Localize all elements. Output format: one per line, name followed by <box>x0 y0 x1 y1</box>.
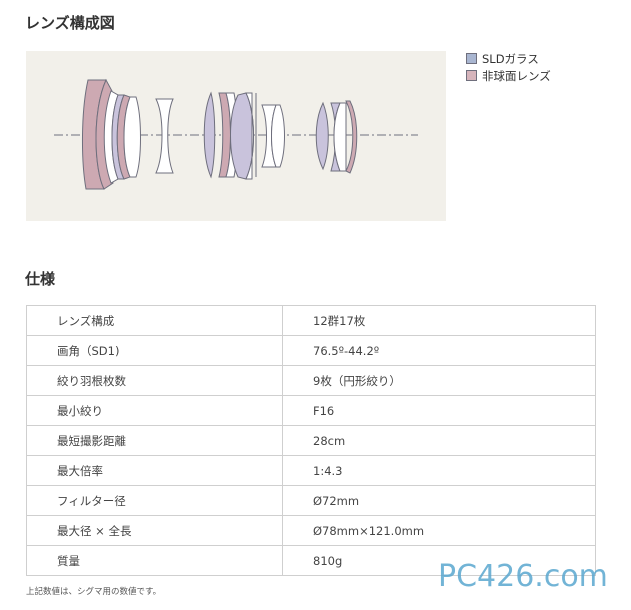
spec-value: 1:4.3 <box>282 455 596 486</box>
spec-value: F16 <box>282 395 596 426</box>
spec-value: Ø78mm×121.0mm <box>282 515 596 546</box>
legend-swatch-aspherical <box>466 70 477 81</box>
watermark-logo: PC426.com <box>438 559 608 594</box>
lens-element-7 <box>155 98 174 174</box>
legend-swatch-sld <box>466 53 477 64</box>
lens-diagram-svg <box>54 78 418 190</box>
spec-key: 質量 <box>26 545 283 576</box>
lens-element-8-sld <box>203 91 216 179</box>
legend-label-sld: SLDガラス <box>482 51 539 66</box>
lens-element-14 <box>271 104 285 168</box>
spec-key: 絞り羽根枚数 <box>26 365 283 396</box>
footnote: 上記数値は、シグマ用の数値です。 <box>26 587 162 597</box>
legend-item-aspherical: 非球面レンズ <box>466 67 551 84</box>
spec-value: 810g <box>282 545 596 576</box>
watermark-text: PC426.com <box>438 559 608 594</box>
spec-key: 最大倍率 <box>26 455 283 486</box>
legend-item-sld: SLDガラス <box>466 50 551 67</box>
lens-element-15-sld <box>315 101 329 171</box>
legend: SLDガラス 非球面レンズ <box>466 50 551 84</box>
spec-key: 最大径 × 全長 <box>26 515 283 546</box>
lens-element-6 <box>123 96 141 178</box>
spec-key: 画角（SD1) <box>26 335 283 366</box>
legend-label-aspherical: 非球面レンズ <box>482 68 551 83</box>
spec-value: 12群17枚 <box>282 305 596 336</box>
spec-key: フィルター径 <box>26 485 283 516</box>
lens-element-12 <box>245 92 254 180</box>
spec-key: 最小絞り <box>26 395 283 426</box>
lens-diagram-heading: レンズ構成図 <box>25 14 115 32</box>
spec-key: レンズ構成 <box>26 305 283 336</box>
spec-key: 最短撮影距離 <box>26 425 283 456</box>
lens-element-18-asph <box>345 100 358 174</box>
spec-value: Ø72mm <box>282 485 596 516</box>
lens-construction-diagram <box>26 51 446 221</box>
spec-value: 76.5º-44.2º <box>282 335 596 366</box>
spec-value: 28cm <box>282 425 596 456</box>
spec-value: 9枚（円形絞り） <box>282 365 596 396</box>
spec-heading: 仕様 <box>25 270 56 288</box>
spec-row: 画角（SD1)76.5º-44.2º <box>26 335 596 366</box>
